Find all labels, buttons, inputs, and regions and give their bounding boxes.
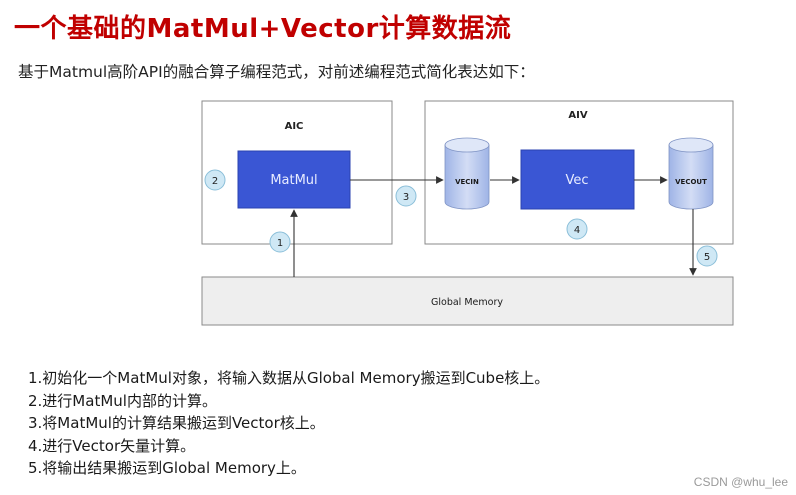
- step-marker-1: 1: [269, 231, 291, 253]
- svg-text:5: 5: [704, 252, 710, 263]
- aic-label: AIC: [285, 121, 304, 132]
- page-subtitle: 基于Matmul高阶API的融合算子编程范式，对前述编程范式简化表达如下：: [18, 63, 535, 81]
- vecin-label: VECIN: [455, 178, 479, 186]
- step-item: 5.将输出结果搬运到Global Memory上。: [28, 459, 306, 477]
- vec-label: Vec: [565, 173, 588, 188]
- vecin-cylinder: VECIN: [444, 137, 490, 210]
- matmul-block: MatMul: [237, 150, 351, 209]
- global-memory-block: Global Memory: [201, 276, 734, 326]
- step-item: 1.初始化一个MatMul对象，将输入数据从Global Memory搬运到Cu…: [28, 369, 550, 387]
- step-item: 4.进行Vector矢量计算。: [28, 436, 196, 455]
- step-marker-2: 2: [204, 169, 226, 191]
- aiv-label: AIV: [568, 110, 587, 121]
- watermark: CSDN @whu_lee: [693, 475, 788, 489]
- vecout-cylinder: VECOUT: [668, 137, 714, 210]
- global-memory-label: Global Memory: [431, 297, 503, 308]
- step-item: 3.将MatMul的计算结果搬运到Vector核上。: [28, 414, 325, 432]
- svg-text:2: 2: [212, 176, 218, 187]
- step-marker-3: 3: [395, 185, 417, 207]
- steps-list: 1.初始化一个MatMul对象，将输入数据从Global Memory搬运到Cu…: [28, 367, 549, 480]
- svg-text:4: 4: [574, 225, 580, 236]
- svg-text:1: 1: [277, 238, 283, 249]
- step-marker-4: 4: [566, 218, 588, 240]
- vecout-label: VECOUT: [675, 178, 707, 186]
- matmul-label: MatMul: [270, 173, 317, 188]
- vec-block: Vec: [520, 149, 635, 210]
- step-marker-5: 5: [696, 245, 718, 267]
- svg-text:3: 3: [403, 192, 409, 203]
- page-title: 一个基础的MatMul+Vector计算数据流: [14, 14, 512, 44]
- step-item: 2.进行MatMul内部的计算。: [28, 391, 217, 410]
